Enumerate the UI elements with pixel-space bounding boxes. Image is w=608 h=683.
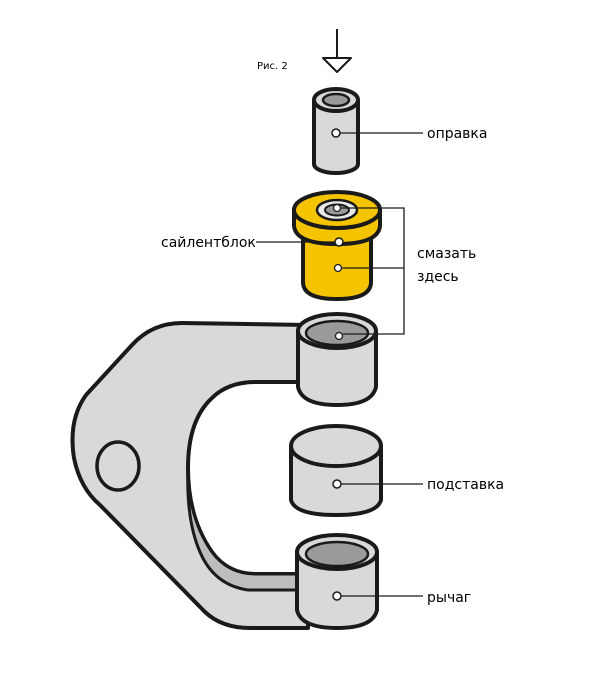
mandrel-label: оправка — [427, 126, 487, 142]
support-marker — [332, 479, 342, 489]
lever-marker — [332, 591, 342, 601]
bushing — [292, 190, 382, 301]
bushing-inner-marker — [332, 203, 342, 213]
lever-bore-marker — [334, 331, 344, 341]
lubricate-label-line2: здесь — [417, 269, 459, 285]
mandrel-marker — [331, 128, 341, 138]
support — [289, 424, 383, 518]
arrow-down-icon — [322, 29, 352, 73]
figure-caption: Рис. 2 — [257, 61, 288, 72]
lubricate-bracket — [341, 207, 405, 335]
support-label: подставка — [427, 477, 504, 493]
bushing-marker — [334, 237, 344, 247]
lever-label: рычаг — [427, 590, 471, 606]
bushing-label: сайлентблок — [161, 235, 256, 251]
lubricate-marker — [333, 263, 343, 273]
lever — [70, 312, 379, 630]
lubricate-label-line1: смазать — [417, 246, 476, 262]
